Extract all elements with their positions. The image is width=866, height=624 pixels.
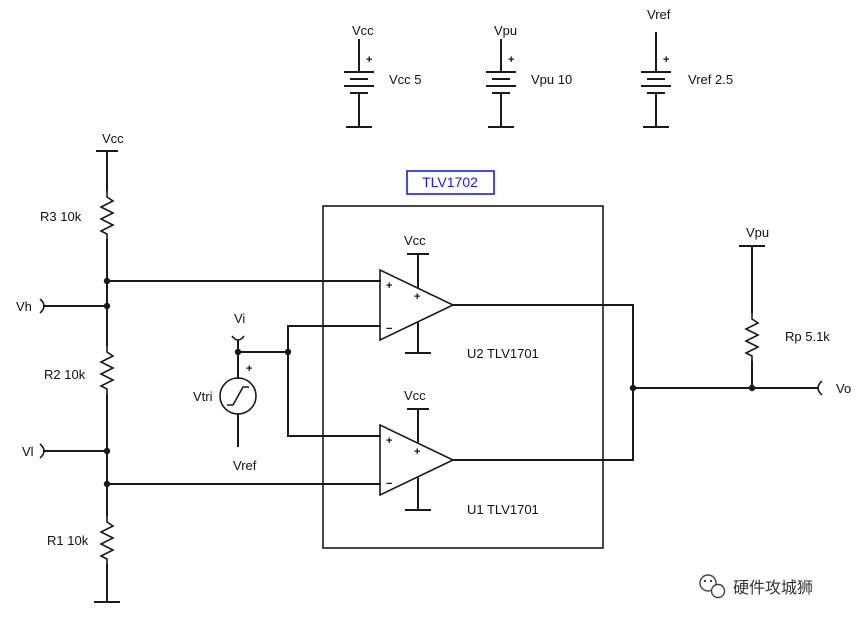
divider-supply-label: Vcc bbox=[102, 131, 124, 146]
port-vh-symbol bbox=[39, 298, 45, 314]
comparator-u2-plus-pin: + bbox=[386, 280, 392, 292]
comparator-u2-minus-pin: − bbox=[386, 323, 392, 335]
resistor-rp bbox=[744, 312, 760, 362]
wechat-icon bbox=[699, 574, 726, 599]
source-vcc-net-label: Vcc bbox=[352, 23, 374, 38]
vtri-source: Vi + Vtri Vref bbox=[193, 311, 292, 473]
source-vpu-net-label: Vpu bbox=[494, 23, 517, 38]
resistor-r3 bbox=[99, 190, 115, 240]
watermark: 硬件攻城狮 bbox=[699, 574, 813, 599]
source-vref-net-label: Vref bbox=[647, 7, 671, 22]
source-vref: Vref + Vref 2.5 bbox=[641, 7, 733, 128]
comparator-u2: + − + Vcc U2 TLV1701 bbox=[379, 233, 539, 361]
source-vpu: Vpu + Vpu 10 bbox=[486, 23, 572, 128]
comparator-u1-supply-label: Vcc bbox=[404, 388, 426, 403]
port-vl-symbol bbox=[39, 443, 45, 459]
comparator-u2-label: U2 TLV1701 bbox=[467, 346, 539, 361]
comparator-u1-label: U1 TLV1701 bbox=[467, 502, 539, 517]
comparator-u1: + − + Vcc U1 TLV1701 bbox=[379, 388, 539, 517]
resistor-rp-label: Rp 5.1k bbox=[785, 329, 830, 344]
port-vo-label: Vo bbox=[836, 381, 851, 396]
comparator-u1-body bbox=[379, 423, 455, 497]
port-vo-symbol bbox=[817, 380, 823, 396]
resistor-divider: Vcc R3 10k R2 10k R1 10k Vh Vl bbox=[16, 131, 124, 603]
watermark-text: 硬件攻城狮 bbox=[733, 578, 813, 597]
vtri-node-symbol bbox=[231, 335, 245, 341]
vtri-node-label: Vi bbox=[234, 311, 245, 326]
vtri-name: Vtri bbox=[193, 389, 213, 404]
resistor-r1-label: R1 10k bbox=[47, 533, 89, 548]
resistor-r2 bbox=[99, 345, 115, 395]
source-vref-plus: + bbox=[663, 54, 669, 66]
package-outline bbox=[322, 205, 604, 549]
source-vcc-plus: + bbox=[366, 54, 372, 66]
source-vcc: Vcc + Vcc 5 bbox=[344, 23, 422, 128]
package-tlv1702: TLV1702 bbox=[322, 170, 604, 549]
comparator-u2-supply-sign: + bbox=[414, 291, 420, 303]
comparator-u1-supply-sign: + bbox=[414, 446, 420, 458]
source-vcc-value: Vcc 5 bbox=[389, 72, 422, 87]
comparator-u2-body bbox=[379, 268, 455, 342]
vtri-ref-label: Vref bbox=[233, 458, 257, 473]
port-vl-label: Vl bbox=[22, 444, 34, 459]
source-vpu-value: Vpu 10 bbox=[531, 72, 572, 87]
comparator-u1-plus-pin: + bbox=[386, 435, 392, 447]
comparator-u2-supply-label: Vcc bbox=[404, 233, 426, 248]
port-vh-label: Vh bbox=[16, 299, 32, 314]
resistor-r3-label: R3 10k bbox=[40, 209, 82, 224]
source-vpu-plus: + bbox=[508, 54, 514, 66]
pullup-supply-label: Vpu bbox=[746, 225, 769, 240]
resistor-r1 bbox=[99, 515, 115, 565]
package-label-box bbox=[406, 170, 495, 195]
package-label: TLV1702 bbox=[422, 174, 478, 190]
vtri-plus: + bbox=[246, 363, 252, 375]
resistor-r2-label: R2 10k bbox=[44, 367, 86, 382]
comparator-u1-minus-pin: − bbox=[386, 478, 392, 490]
output-network: Vpu Rp 5.1k Vo bbox=[452, 225, 851, 461]
source-vref-value: Vref 2.5 bbox=[688, 72, 733, 87]
